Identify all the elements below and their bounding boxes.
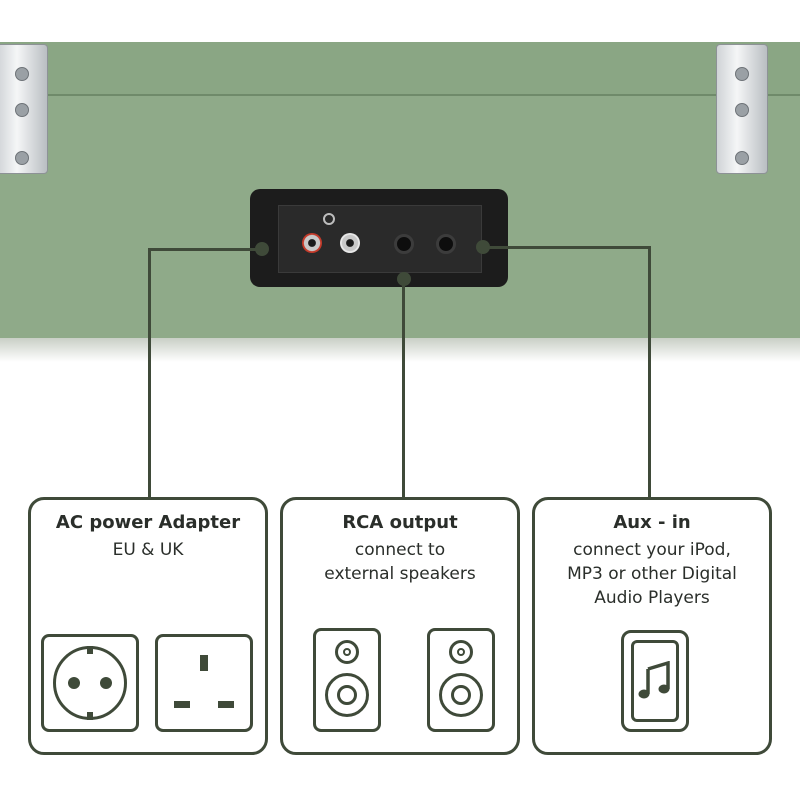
card-aux-in: Aux - in connect your iPod, MP3 or other… xyxy=(532,497,772,755)
dc-power-jack xyxy=(436,234,456,254)
rca-white-jack xyxy=(340,233,360,253)
speaker-icon xyxy=(313,628,381,732)
ground-icon xyxy=(323,213,335,225)
card-ac-power: AC power Adapter EU & UK xyxy=(28,497,268,755)
card-title: RCA output xyxy=(342,512,458,533)
speaker-icon xyxy=(427,628,495,732)
eu-plug-socket-icon xyxy=(41,634,139,732)
card-title: AC power Adapter xyxy=(55,512,241,533)
connector-line-aux-v xyxy=(648,246,651,498)
card-rca-output: RCA output connect to external speakers xyxy=(280,497,520,755)
card-subtitle: EU & UK xyxy=(112,540,184,560)
card-subtitle: connect your iPod, MP3 or other Digital … xyxy=(567,540,737,608)
connector-line-aux-h xyxy=(483,246,651,249)
rca-red-jack xyxy=(302,233,322,253)
music-note-icon xyxy=(638,661,670,699)
connector-line-rca-v xyxy=(402,278,405,498)
card-title: Aux - in xyxy=(613,512,691,533)
left-latch xyxy=(0,44,48,174)
card-subtitle: connect to external speakers xyxy=(324,540,476,584)
music-device-icon xyxy=(621,630,689,732)
connector-line-power-h xyxy=(148,248,262,251)
uk-plug-socket-icon xyxy=(155,634,253,732)
aux-jack xyxy=(394,234,414,254)
turntable-lid xyxy=(0,42,800,96)
case-shadow xyxy=(0,338,800,362)
right-latch xyxy=(716,44,768,174)
connector-line-power-v xyxy=(148,248,151,498)
connector-dot-power xyxy=(255,242,269,256)
